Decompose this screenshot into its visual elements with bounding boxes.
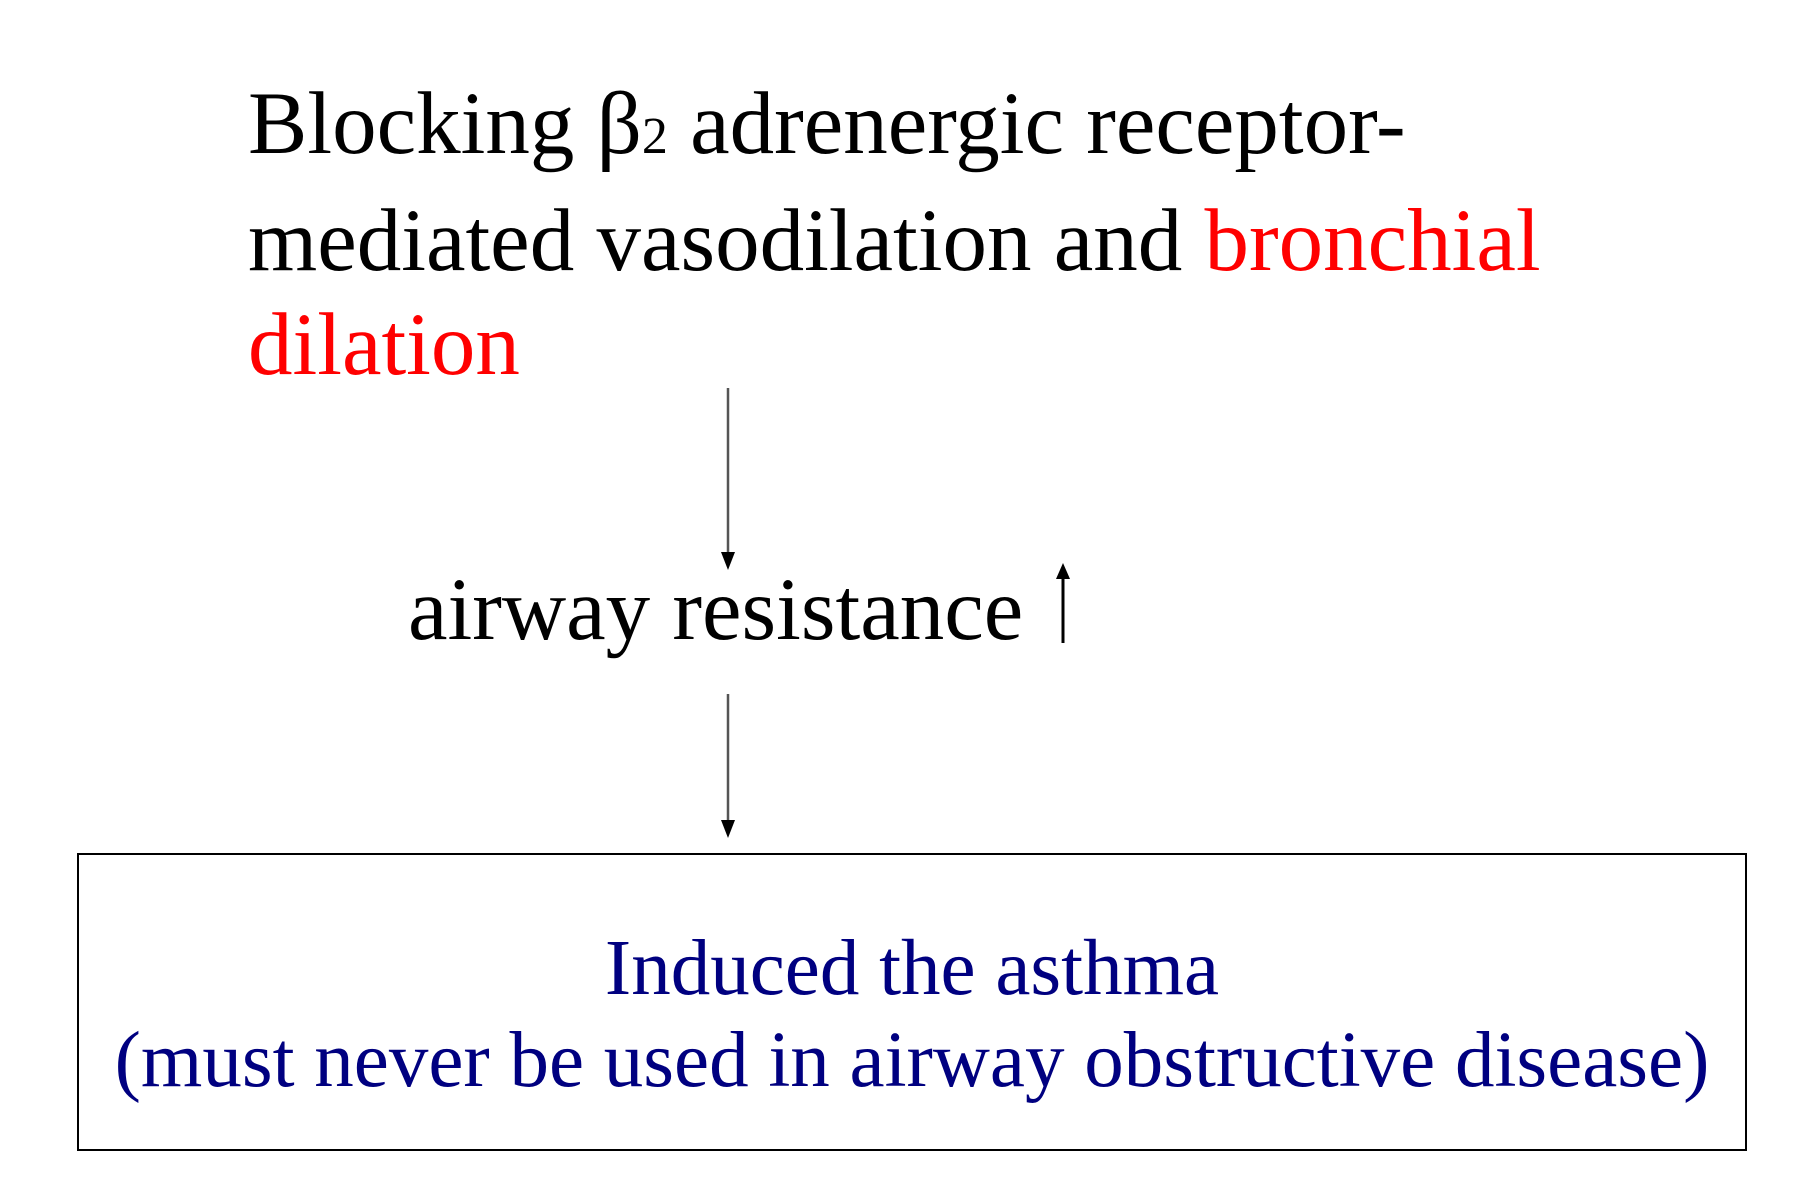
effect-label: airway resistance [408, 561, 1024, 659]
cause-line-2: mediated vasodilation and bronchial [248, 189, 1541, 293]
down-arrow-icon [721, 694, 735, 838]
down-arrow-icon [721, 388, 735, 570]
cause-statement: Blocking β2 adrenergic receptor- mediate… [248, 72, 1541, 397]
cause-line-3-highlight: dilation [248, 296, 520, 394]
outcome-line-2: (must never be used in airway obstructiv… [114, 1017, 1710, 1104]
cause-line-2-highlight: bronchial [1204, 192, 1541, 290]
cause-line-1: Blocking β2 adrenergic receptor- [248, 72, 1541, 189]
cause-line-1-pre: Blocking β [248, 75, 642, 173]
up-arrow-icon [1056, 563, 1071, 643]
cause-line-2-black: mediated vasodilation and [248, 192, 1205, 290]
outcome-line-1: Induced the asthma [604, 925, 1220, 1012]
beta-subscript: 2 [641, 108, 668, 165]
cause-line-1-post: adrenergic receptor- [667, 75, 1406, 173]
outcome-box: Induced the asthma (must never be used i… [77, 853, 1747, 1151]
outcome-text: Induced the asthma (must never be used i… [79, 923, 1745, 1107]
effect-statement: airway resistance [408, 558, 1073, 662]
